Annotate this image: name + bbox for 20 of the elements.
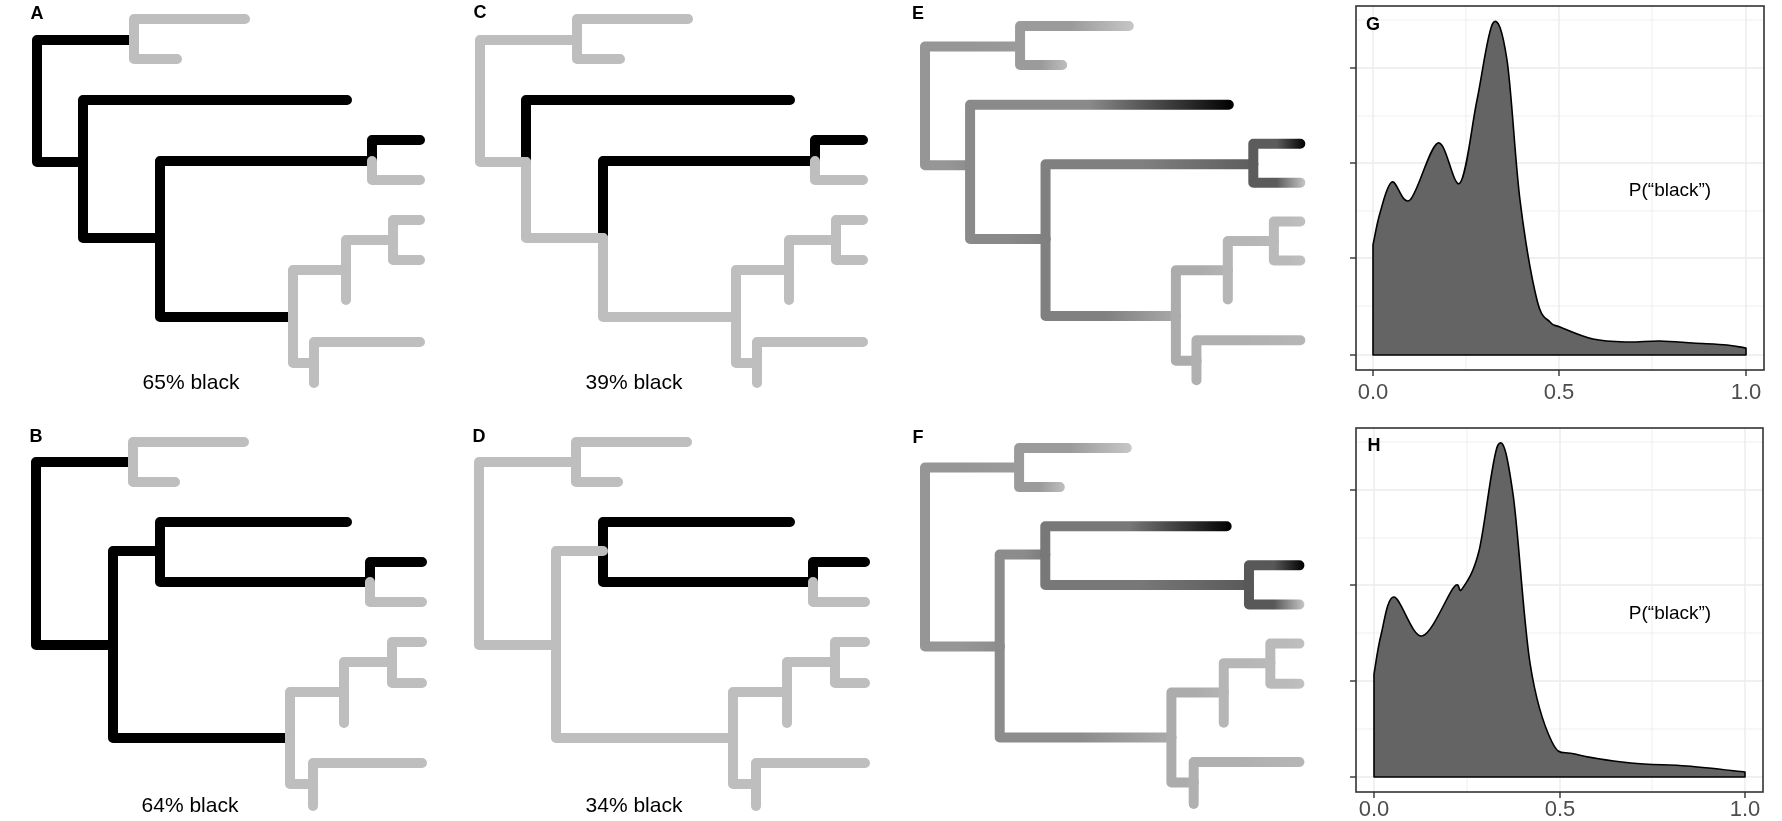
axis-title: P(“black”) bbox=[1628, 179, 1712, 199]
panel-label: C bbox=[473, 3, 487, 21]
panel-label: G bbox=[1366, 15, 1380, 33]
tree-caption: 39% black bbox=[585, 370, 683, 392]
tree-caption: 64% black bbox=[141, 793, 239, 815]
tick-label: 1.0 bbox=[1730, 381, 1762, 403]
panel-label: A bbox=[30, 4, 44, 22]
tick-label: 0.5 bbox=[1543, 381, 1575, 403]
tick-label: 0.5 bbox=[1544, 798, 1576, 820]
tree-caption: 65% black bbox=[142, 370, 240, 392]
tick-label: 0.0 bbox=[1358, 798, 1390, 820]
axis-title: P(“black”) bbox=[1628, 602, 1712, 622]
tree-caption: 34% black bbox=[585, 793, 683, 815]
panel-label: D bbox=[472, 427, 486, 445]
panel-label: F bbox=[912, 428, 924, 446]
tick-label: 1.0 bbox=[1729, 798, 1761, 820]
panel-label: E bbox=[912, 4, 924, 22]
panel-label: B bbox=[29, 427, 43, 445]
panel-label: H bbox=[1367, 436, 1381, 454]
tick-label: 0.0 bbox=[1357, 381, 1389, 403]
